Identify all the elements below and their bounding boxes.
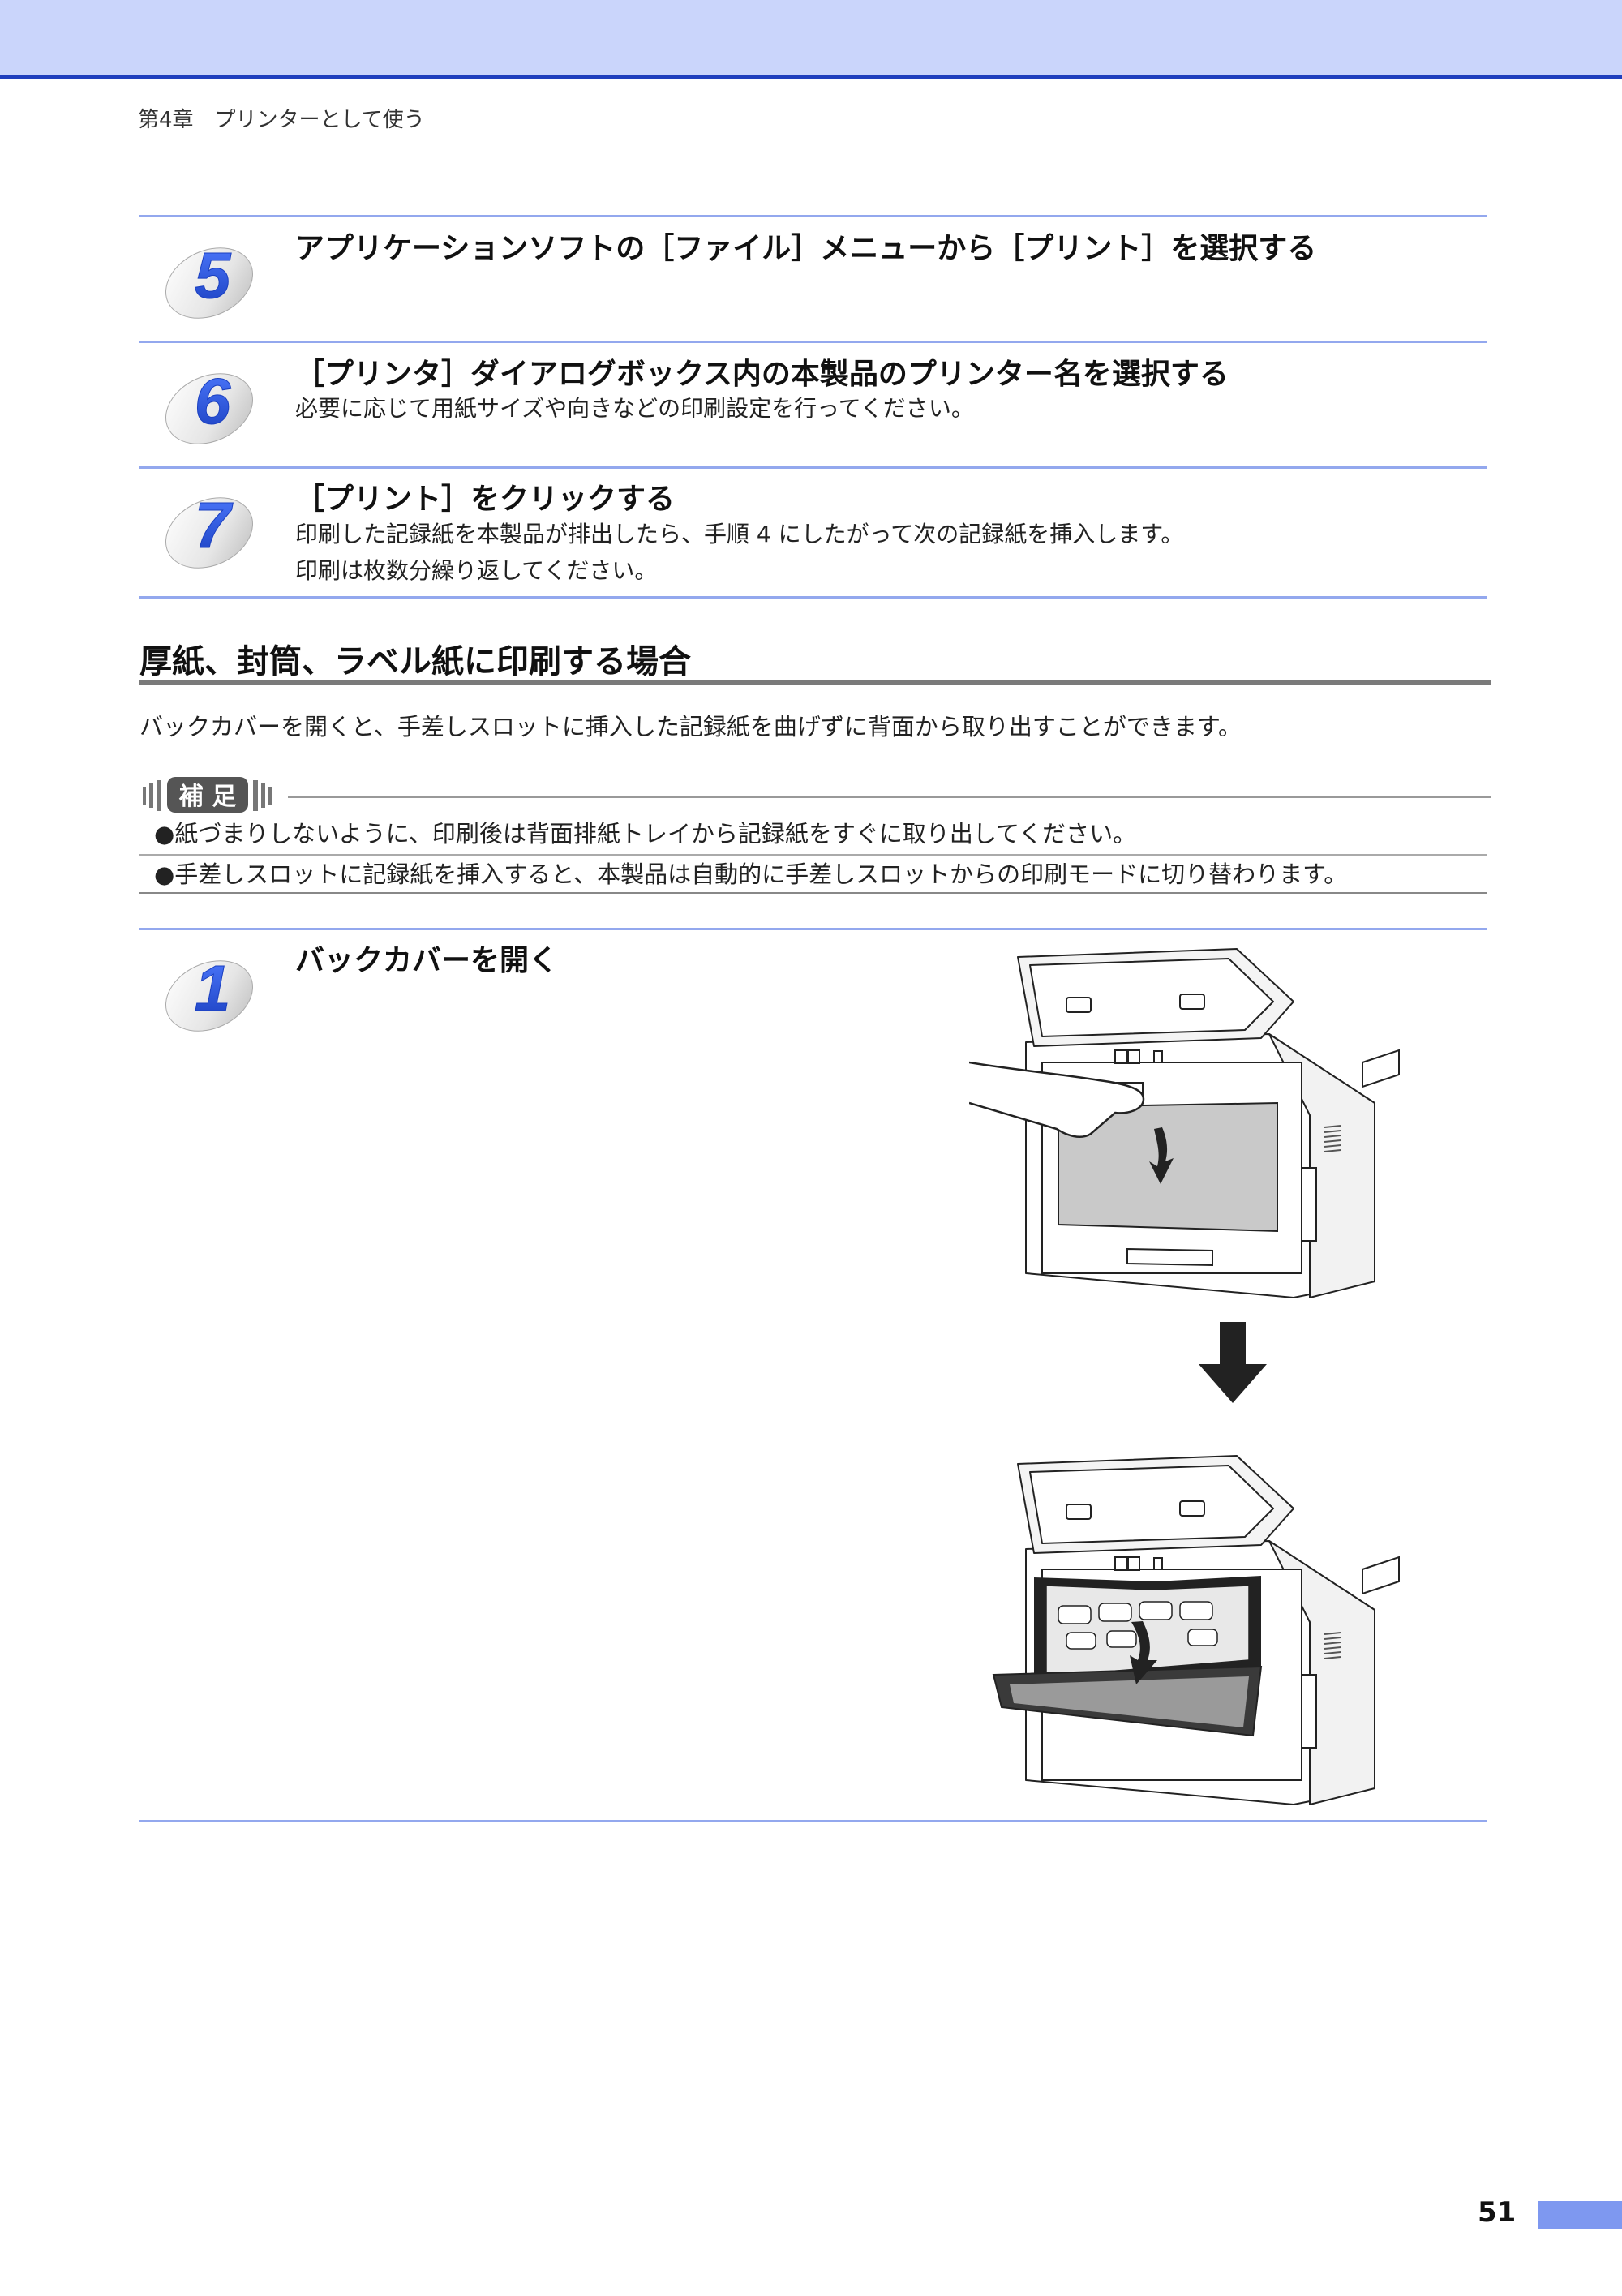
printer-back-cover-closed-illustration: [969, 948, 1400, 1298]
page-number: 51: [1478, 2196, 1517, 2229]
step-text: 必要に応じて用紙サイズや向きなどの印刷設定を行ってください。: [295, 395, 974, 422]
step-title: ［プリント］をクリックする: [295, 483, 676, 516]
note-item: ●手差しスロットに記録紙を挿入すると、本製品は自動的に手差しスロットからの印刷モ…: [154, 860, 1348, 888]
step-divider: [139, 596, 1487, 599]
step-number-badge: 6: [165, 365, 253, 444]
note-label: 補 足: [178, 783, 236, 811]
note-bottom-rule: [139, 892, 1487, 894]
note-item: ●紙づまりしないように、印刷後は背面排紙トレイから記録紙をすぐに取り出してくださ…: [154, 820, 1137, 848]
note-header-line: [288, 796, 1491, 798]
section-underline: [139, 680, 1491, 685]
note-header: 補 足: [143, 777, 272, 813]
printer-back-cover-open-illustration: [992, 1455, 1400, 1805]
step-title: バックカバーを開く: [295, 944, 559, 977]
section-end-divider: [139, 1820, 1487, 1822]
arrow-down-icon: [1199, 1322, 1267, 1403]
step-title: ［プリンタ］ダイアログボックス内の本製品のプリンター名を選択する: [295, 358, 1229, 391]
step-divider: [139, 928, 1487, 930]
step-divider: [139, 215, 1487, 217]
step-divider: [139, 466, 1487, 469]
top-header-bar: [0, 0, 1622, 79]
step-number-badge: 5: [165, 239, 253, 319]
chapter-title: 第4章 プリンターとして使う: [138, 108, 425, 132]
page-tab-marker: [1538, 2201, 1622, 2229]
step-text: 印刷は枚数分繰り返してください。: [295, 557, 658, 584]
step-title: アプリケーションソフトの［ファイル］メニューから［プリント］を選択する: [295, 232, 1317, 265]
section-description: バックカバーを開くと、手差しスロットに挿入した記録紙を曲げずに背面から取り出すこ…: [139, 713, 1242, 740]
step-number-badge: 1: [165, 952, 253, 1032]
step-number: 7: [195, 489, 234, 561]
step-number: 5: [195, 239, 232, 311]
step-number: 1: [195, 952, 231, 1024]
step-text: 印刷した記録紙を本製品が排出したら、手順 4 にしたがって次の記録紙を挿入します…: [295, 521, 1184, 547]
section-title: 厚紙、封筒、ラベル紙に印刷する場合: [139, 643, 691, 680]
step-number: 6: [195, 365, 231, 437]
step-number-badge: 7: [165, 489, 253, 569]
step-divider: [139, 341, 1487, 343]
note-separator: [139, 854, 1487, 856]
